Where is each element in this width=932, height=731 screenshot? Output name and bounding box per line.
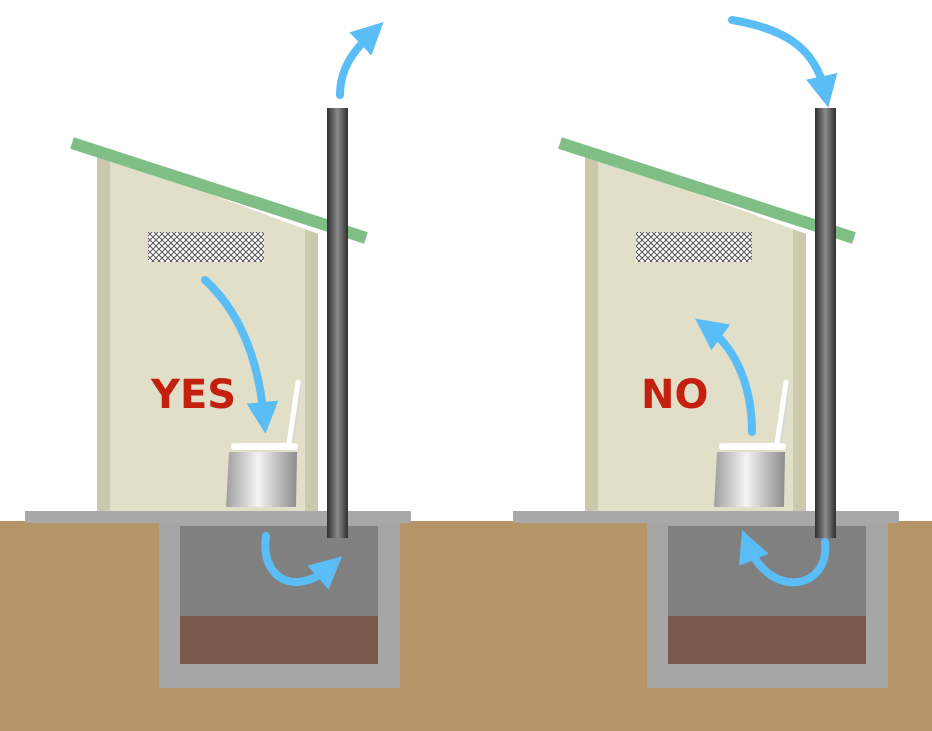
- seat-lid: [774, 379, 789, 446]
- seat-lid-shade: [292, 381, 303, 444]
- panel-no: NO: [513, 16, 899, 688]
- toilet-seat-rim: [231, 443, 298, 450]
- shelter-wall-edge-right: [305, 229, 318, 511]
- toilet-seat: [714, 452, 785, 507]
- floor-slab: [25, 511, 411, 523]
- roof: [70, 137, 368, 244]
- airflow-arrow-out: [336, 21, 384, 99]
- fly-screen-vent: [636, 232, 752, 262]
- airflow-arrow-pit: [261, 532, 342, 590]
- pit-waste: [180, 616, 378, 664]
- seat-lid: [286, 379, 301, 446]
- airflow-arrow-up-cabin: [695, 318, 756, 436]
- shelter-wall-edge-left: [97, 152, 110, 511]
- vent-pipe: [815, 108, 836, 538]
- toilet-seat-rim: [719, 443, 786, 450]
- airflow-arrow-pit: [739, 530, 830, 587]
- panel-yes: YES: [25, 21, 411, 688]
- roof: [558, 137, 856, 244]
- airflow-arrow-down-pipe: [728, 16, 838, 108]
- floor-slab: [513, 511, 899, 523]
- panel-label-no: NO: [641, 372, 708, 418]
- pit-air-space: [180, 526, 378, 616]
- shelter-wall-edge-left: [585, 152, 598, 511]
- vent-pipe: [327, 108, 348, 538]
- shelter-wall-edge-right: [793, 229, 806, 511]
- airflow-arrow-in: [201, 276, 279, 434]
- pit-waste: [668, 616, 866, 664]
- fly-screen-vent: [148, 232, 264, 262]
- toilet-seat: [226, 452, 297, 507]
- seat-lid-shade: [780, 381, 791, 444]
- panel-label-yes: YES: [150, 372, 236, 418]
